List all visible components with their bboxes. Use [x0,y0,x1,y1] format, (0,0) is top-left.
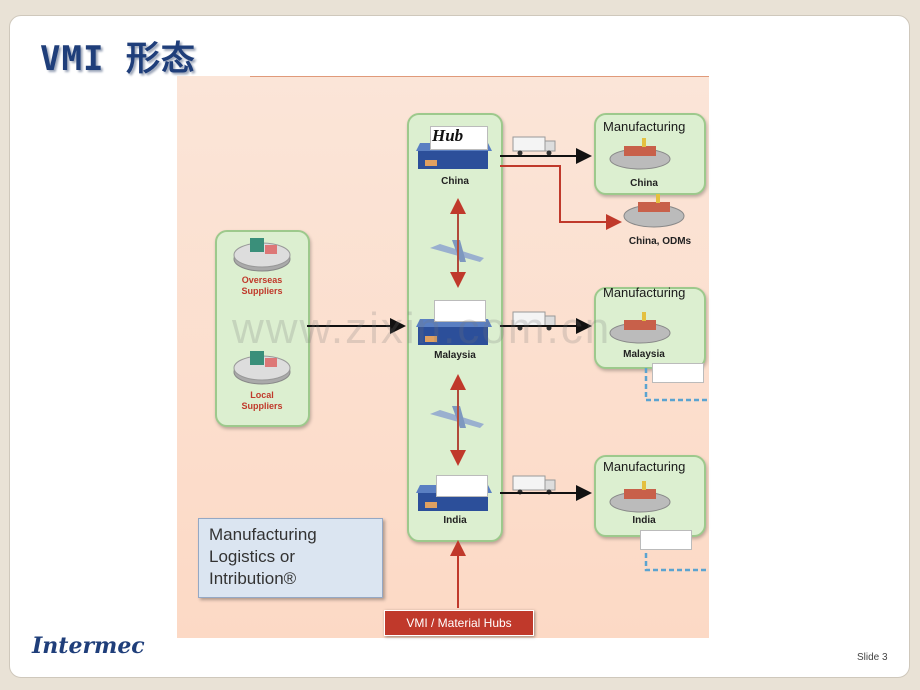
mfg-tag-box-malaysia [652,363,704,383]
slide-title: VMI 形态 [40,39,196,79]
legend-line-1: Manufacturing [209,525,317,544]
intermec-logo: Intermec [32,633,145,659]
slide-number: Slide 3 [857,652,888,663]
supplier-label-local: Local Suppliers [241,390,283,411]
mfg-site-india: India [632,515,656,526]
odm-label: China, ODMs [628,236,692,247]
manufacturing-title-india: Manufacturing [603,459,686,474]
legend-line-2: Logistics or [209,547,295,566]
legend-line-3: Intribution® [209,569,297,588]
mfg-site-china: China [630,178,658,189]
hub-label-india: India [443,515,467,526]
hub-tag-box [430,126,488,150]
mfg-site-malaysia: Malaysia [623,349,665,360]
hub-label: Hub [432,126,464,145]
factory-icon-malaysia [609,312,671,344]
truck-icon-india [512,475,556,495]
hub-label-malaysia: Malaysia [434,350,476,361]
arrow-hub-to-odm [500,165,622,230]
factory-icon-odm [623,194,685,228]
manufacturing-title-malaysia: Manufacturing [603,285,686,300]
legend-box: Manufacturing Logistics or Intribution® [198,518,383,598]
factory-icon-china [609,138,671,170]
hub-tag-box-malaysia [434,300,486,322]
dashed-link-malaysia [644,368,709,402]
diagram-top-rule [250,76,709,77]
local-supplier-icon [233,351,291,385]
truck-icon-china [512,136,556,156]
supplier-label-overseas: Overseas Suppliers [241,275,283,296]
hub-label-china: China [441,176,469,187]
hub-tag-box-india [436,475,488,497]
factory-icon-india [609,481,671,513]
vmi-material-hubs-label: VMI / Material Hubs [384,610,534,636]
overseas-supplier-icon [233,238,291,272]
watermark: www.zixin.com.cn [232,304,612,353]
mfg-tag-box-india [640,530,692,550]
manufacturing-title-china: Manufacturing [603,119,686,134]
